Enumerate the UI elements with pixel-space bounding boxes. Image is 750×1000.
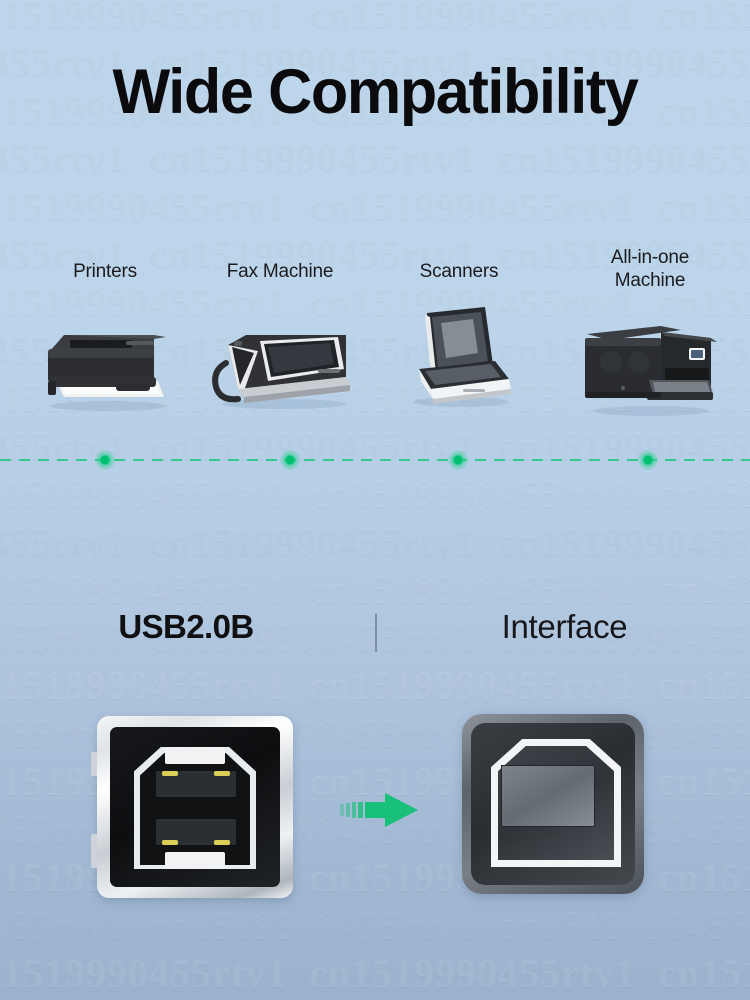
fax-machine-icon [198, 311, 363, 411]
usb-b-male-plug [91, 716, 293, 898]
device-label-fax: Fax Machine [226, 261, 334, 282]
heading-divider [375, 614, 377, 652]
interface-label: Interface [501, 608, 628, 645]
watermark-row: cn1519990455rtv1 cn1519990455rtv1 cn1519… [0, 951, 750, 996]
device-item-printers: Printers [10, 260, 200, 412]
device-label-printers: Printers [73, 261, 137, 282]
device-label-all-in-one: All-in-one Machine [610, 247, 690, 292]
connection-rail [0, 450, 750, 470]
watermark-row: cn1519990455rtv1 cn1519990455rtv1 cn1519… [0, 903, 750, 948]
plug-bottom-tab [165, 852, 225, 869]
plug-pin-4 [214, 840, 230, 845]
plug-hex-cavity [140, 753, 250, 865]
interface-headings: USB2.0B Interface [0, 608, 750, 664]
page-title: Wide Compatibility [112, 57, 638, 127]
watermark-row: cn1519990455rtv1 cn1519990455rtv1 cn1519… [0, 471, 750, 516]
rail-dot-scanners [448, 450, 468, 470]
watermark-row: cn1519990455rtv1 cn1519990455rtv1 cn1519… [0, 663, 750, 708]
watermark-row: cn1519990455rtv1 cn1519990455rtv1 cn1519… [0, 0, 750, 36]
device-item-scanners: Scanners [370, 260, 548, 411]
usb-b-female-port [462, 714, 644, 894]
plug-top-tab [165, 747, 225, 764]
device-label-scanners: Scanners [419, 261, 499, 282]
device-item-all-in-one: All-in-one Machine [560, 246, 740, 418]
usb-type-label: USB2.0B [118, 608, 254, 645]
port-inner-rect [501, 765, 595, 827]
flatbed-scanner-icon [389, 303, 529, 411]
all-in-one-printer-icon [569, 308, 731, 418]
plug-black-body [110, 727, 280, 887]
port-face [471, 723, 635, 885]
rail-dot-fax [280, 450, 300, 470]
laser-printer-icon [30, 311, 180, 412]
plug-pin-1 [162, 771, 178, 776]
watermark-row: cn1519990455rtv1 cn1519990455rtv1 cn1519… [0, 567, 750, 612]
watermark-row: cn1519990455rtv1 cn1519990455rtv1 cn1519… [0, 183, 750, 228]
plug-hex-frame [134, 747, 256, 869]
device-row: Printers Fax M [0, 246, 750, 446]
plug-pin-3 [162, 840, 178, 845]
plug-pin-2 [214, 771, 230, 776]
green-right-arrow-icon [340, 793, 418, 827]
watermark-row: cn1519990455rtv1 cn1519990455rtv1 cn1519… [0, 519, 750, 564]
watermark-row: cn1519990455rtv1 cn1519990455rtv1 cn1519… [0, 135, 750, 180]
rail-dot-printers [95, 450, 115, 470]
device-item-fax: Fax Machine [185, 260, 375, 411]
rail-dot-all-in-one [638, 450, 658, 470]
